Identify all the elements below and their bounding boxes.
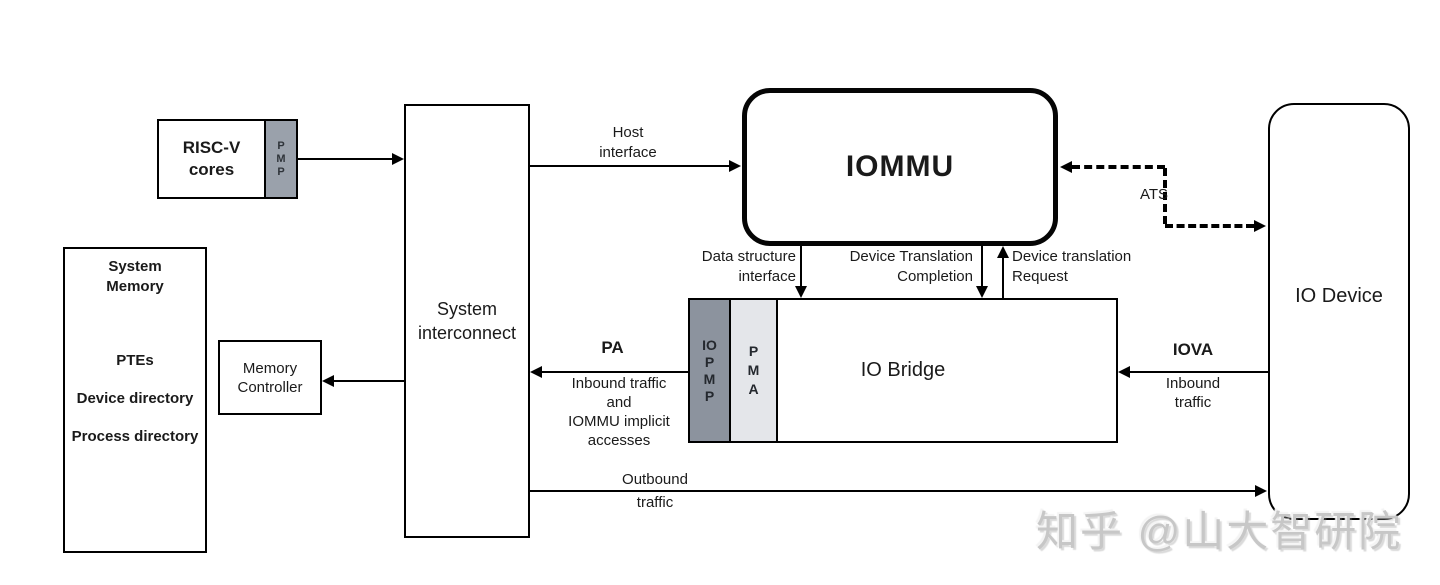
iopmp-strip: IO P M P <box>690 300 731 441</box>
ats-dash-vertical <box>1163 168 1167 224</box>
ats-label: ATS <box>1140 186 1169 203</box>
pmp-strip: P M P <box>264 121 296 197</box>
arrow-pmp-to-interconnect <box>298 158 393 160</box>
arrow-translation-completion <box>981 246 983 288</box>
arrowhead-pa <box>530 366 542 378</box>
arrowhead-translation-completion <box>976 286 988 298</box>
zhihu-watermark: 知乎 @山大智研院 <box>1036 508 1403 555</box>
arrowhead-ats-to-iommu <box>1060 161 1072 173</box>
arrowhead-translation-request <box>997 246 1009 258</box>
system-memory-item-device-directory: Device directory <box>76 390 194 407</box>
arrow-outbound <box>530 490 1256 492</box>
arrow-host-interface <box>530 165 730 167</box>
arrow-translation-request <box>1002 257 1004 298</box>
arrowhead-host-interface <box>729 160 741 172</box>
pa-label: PA <box>601 338 624 357</box>
io-bridge-box: IO P M P P M A IO Bridge <box>688 298 1118 443</box>
iommu-box: IOMMU <box>742 88 1058 246</box>
ats-dash-top <box>1072 165 1165 169</box>
system-memory-item-process-directory: Process directory <box>71 428 199 445</box>
arrow-data-structure <box>800 246 802 288</box>
io-bridge-label: IO Bridge <box>860 359 946 381</box>
iommu-label: IOMMU <box>845 150 955 183</box>
arrow-pa <box>541 371 688 373</box>
arrow-iova <box>1129 371 1268 373</box>
arrowhead-data-structure <box>795 286 807 298</box>
io-device-label: IO Device <box>1295 285 1383 307</box>
ats-dash-bottom <box>1165 224 1254 228</box>
arrowhead-to-memory-controller <box>322 375 334 387</box>
outbound-label-top: Outbound <box>622 471 688 488</box>
arrowhead-pmp-to-interconnect <box>392 153 404 165</box>
arrowhead-outbound <box>1255 485 1267 497</box>
system-memory-item-ptes: PTEs <box>116 352 154 369</box>
arrow-to-memory-controller <box>333 380 404 382</box>
iova-label: IOVA <box>1172 340 1214 359</box>
arrowhead-ats-to-iodevice <box>1254 220 1266 232</box>
io-device-box: IO Device <box>1268 103 1410 520</box>
outbound-label-bottom: traffic <box>636 494 674 511</box>
arrowhead-iova <box>1118 366 1130 378</box>
pma-strip: P M A <box>731 300 778 441</box>
